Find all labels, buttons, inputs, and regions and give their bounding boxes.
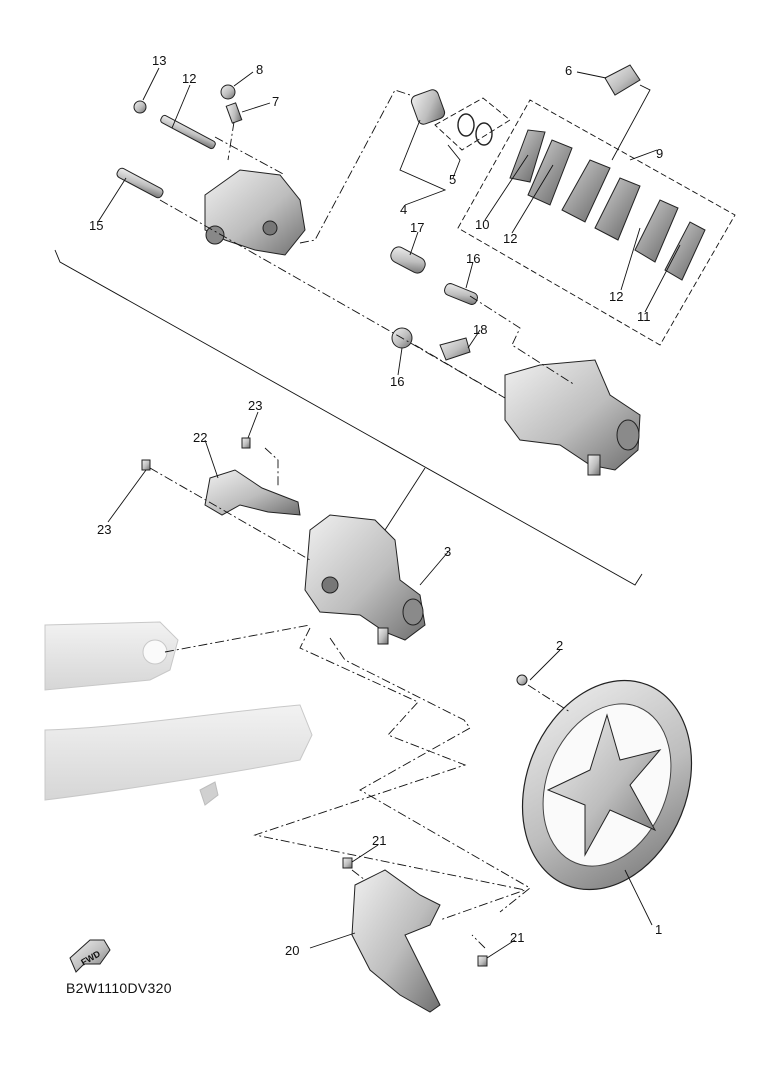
pin-15: [116, 167, 164, 199]
leader-lines: [97, 67, 681, 959]
route-line-21a: [351, 869, 366, 881]
callout-5: 5: [449, 172, 456, 187]
callout-1: 1: [655, 922, 662, 937]
disc-guard: [351, 869, 441, 1013]
callout-12-a: 12: [503, 231, 517, 246]
route-line-2: [527, 684, 571, 713]
pad-kit-box: [457, 99, 736, 346]
cap-14: [133, 100, 147, 114]
callout-10: 10: [475, 217, 489, 232]
route-line-a: [253, 627, 527, 921]
callout-3: 3: [444, 544, 451, 559]
bushing-18: [390, 246, 426, 274]
caliper-guard: [204, 469, 301, 516]
callout-14: 13: [152, 53, 166, 68]
group-bracket-line: [54, 249, 643, 586]
callout-9: 9: [656, 146, 663, 161]
clip-19: [439, 337, 471, 361]
route-line-23b: [149, 467, 311, 561]
route-line-7: [227, 121, 235, 161]
seal-ring-b: [475, 122, 493, 146]
callout-21-a: 21: [372, 833, 386, 848]
callout-11: 11: [637, 309, 651, 324]
callout-7: 7: [272, 94, 279, 109]
route-line-piston: [299, 89, 411, 244]
brake-disc: [521, 679, 693, 891]
caliper-bracket-upper: [504, 359, 641, 476]
seal-ring-a: [457, 113, 475, 137]
route-line-b: [329, 637, 531, 913]
callout-21-b: 21: [510, 930, 524, 945]
callout-19: 18: [473, 322, 487, 337]
diagram-code: B2W1110DV320: [66, 980, 172, 996]
callout-6: 6: [565, 63, 572, 78]
bleed-screw: [225, 102, 243, 124]
route-line-23a: [264, 447, 279, 488]
callout-17: 16: [466, 251, 480, 266]
callout-15: 15: [89, 218, 103, 233]
bolt-21-b: [477, 955, 488, 967]
caliper-assembly: [304, 514, 426, 645]
pad-spring: [604, 64, 641, 96]
route-line-arm: [164, 624, 311, 653]
cap-8: [220, 84, 236, 100]
bolt-21-a: [342, 857, 353, 869]
swingarm-ghost: [44, 621, 313, 806]
route-line-15: [159, 199, 506, 399]
route-line-13: [214, 136, 286, 176]
callout-12-b: 12: [609, 289, 623, 304]
caliper-body-upper: [204, 169, 306, 256]
bolt-23-b: [141, 459, 151, 471]
callout-18: 17: [410, 220, 424, 235]
callout-13: 12: [182, 71, 196, 86]
callout-22: 22: [193, 430, 207, 445]
callout-16: 16: [390, 374, 404, 389]
callout-4: 4: [400, 202, 407, 217]
bolt-23-a: [241, 437, 251, 449]
disc-bolt: [516, 674, 528, 686]
fwd-arrow-icon: FWD: [69, 939, 111, 973]
callout-8: 8: [256, 62, 263, 77]
route-line-21b: [471, 934, 486, 949]
callout-2: 2: [556, 638, 563, 653]
pin-13: [160, 114, 216, 150]
route-line-17: [469, 295, 576, 386]
callout-20: 20: [285, 943, 299, 958]
brake-pads: [509, 129, 706, 281]
seal-kit-box: [434, 97, 511, 151]
callout-23-a: 23: [248, 398, 262, 413]
assembly-link: [384, 467, 426, 531]
pin-17: [443, 283, 479, 305]
callout-23-b: 23: [97, 522, 111, 537]
piston: [410, 89, 446, 125]
